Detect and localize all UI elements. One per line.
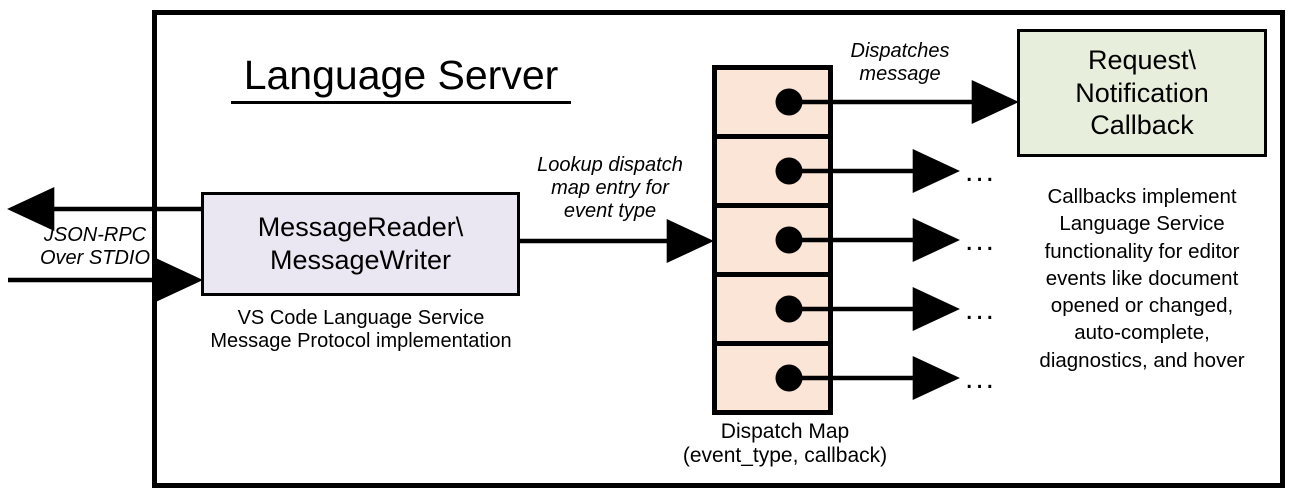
page-title: Language Server	[231, 52, 571, 104]
callback-desc-line-6: auto-complete,	[1074, 321, 1210, 345]
callback-line1: Request\	[1087, 44, 1197, 75]
reader-caption-line1: VS Code Language Service	[237, 307, 485, 329]
dispatches-line1: Dispatches	[850, 40, 950, 62]
reader-line2: MessageWriter	[269, 245, 452, 275]
ellipsis-3: ...	[965, 224, 997, 257]
lookup-line1: Lookup dispatch	[537, 154, 683, 176]
language-server-boundary	[152, 10, 1285, 488]
reader-caption-line2: Message Protocol implementation	[210, 330, 512, 353]
ellipsis-2: ...	[965, 155, 997, 188]
dispatches-line2: message	[859, 63, 941, 86]
jsonrpc-label-line2: Over STDIO	[39, 247, 150, 270]
callback-desc-line-7: diagnostics, and hover	[1039, 348, 1245, 372]
message-reader-writer-label: MessageReader\MessageWriter	[258, 211, 464, 278]
lookup-line2: map entry for	[551, 177, 669, 200]
callback-desc-line-4: events like document	[1045, 266, 1239, 290]
message-reader-writer-box[interactable]: MessageReader\MessageWriter	[201, 192, 520, 296]
ellipsis-5: ...	[965, 362, 997, 395]
dispatch-map-caption: Dispatch Map(event_type, callback)	[640, 420, 930, 469]
dispatch-caption-line1: Dispatch Map	[720, 420, 850, 443]
callback-line2: Notification	[1075, 77, 1209, 108]
callback-desc-line-3: functionality for editor	[1044, 239, 1240, 263]
callback-desc-line-2: Language Service	[1059, 212, 1225, 236]
callback-desc-line-1: Callbacks implement	[1047, 185, 1237, 208]
lookup-line3: event type	[563, 200, 657, 223]
jsonrpc-label-line1: JSON-RPC	[43, 224, 147, 246]
reader-line1: MessageReader\	[257, 211, 464, 242]
dispatch-caption-line2: (event_type, callback)	[682, 444, 888, 468]
callback-desc-line-5: opened or changed,	[1050, 294, 1234, 317]
callback-line3: Callback	[1090, 110, 1194, 141]
ellipsis-4: ...	[965, 293, 997, 326]
